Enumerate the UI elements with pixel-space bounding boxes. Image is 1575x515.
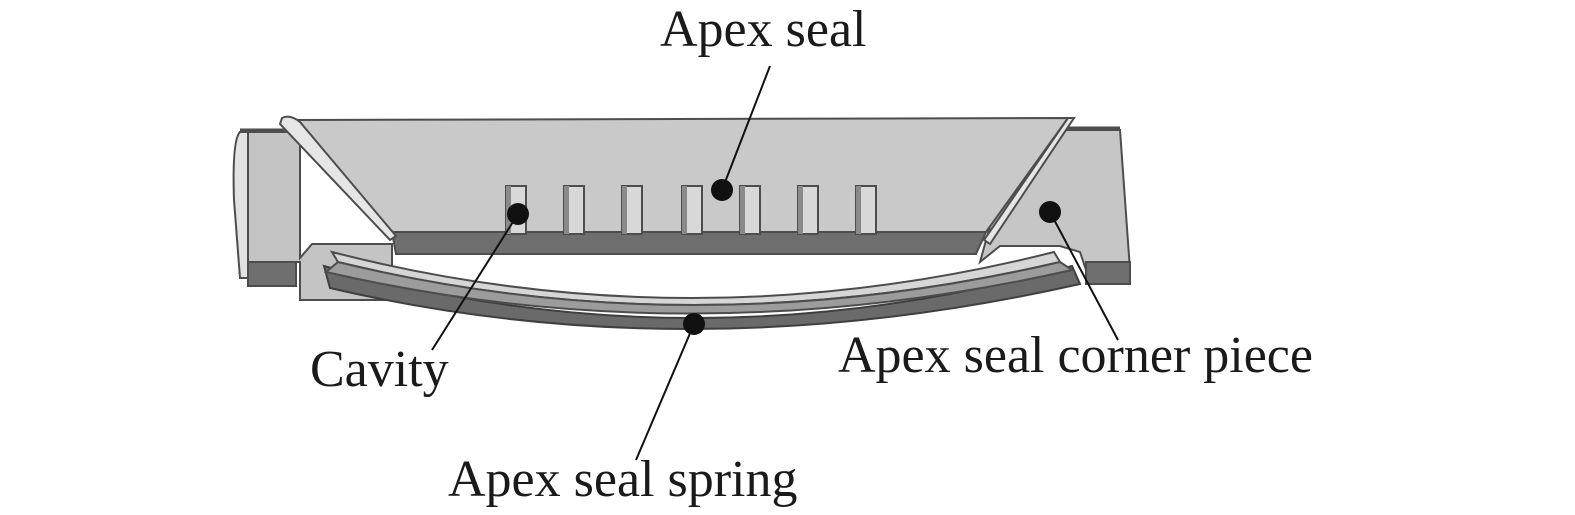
slot	[855, 185, 877, 235]
apex-seal-spring	[322, 250, 1082, 330]
slot	[797, 185, 819, 235]
marker-corner-piece	[1039, 201, 1061, 223]
leader-lines	[431, 65, 1119, 461]
leader-cavity	[431, 213, 519, 351]
slot	[681, 185, 703, 235]
apex-seal-body	[278, 115, 1076, 255]
leader-spring	[635, 323, 695, 461]
slot	[621, 185, 643, 235]
slot	[563, 185, 585, 235]
marker-dots	[507, 179, 1061, 335]
label-cavity: Cavity	[310, 341, 449, 398]
marker-apex-seal	[711, 179, 733, 201]
marker-cavity	[507, 203, 529, 225]
leader-apex-seal	[721, 65, 771, 191]
slot	[739, 185, 761, 235]
marker-spring	[683, 313, 705, 335]
label-spring: Apex seal spring	[448, 451, 797, 508]
label-apex-seal: Apex seal	[660, 1, 866, 58]
label-corner-piece: Apex seal corner piece	[838, 327, 1313, 384]
leader-corner-piece	[1049, 211, 1119, 341]
